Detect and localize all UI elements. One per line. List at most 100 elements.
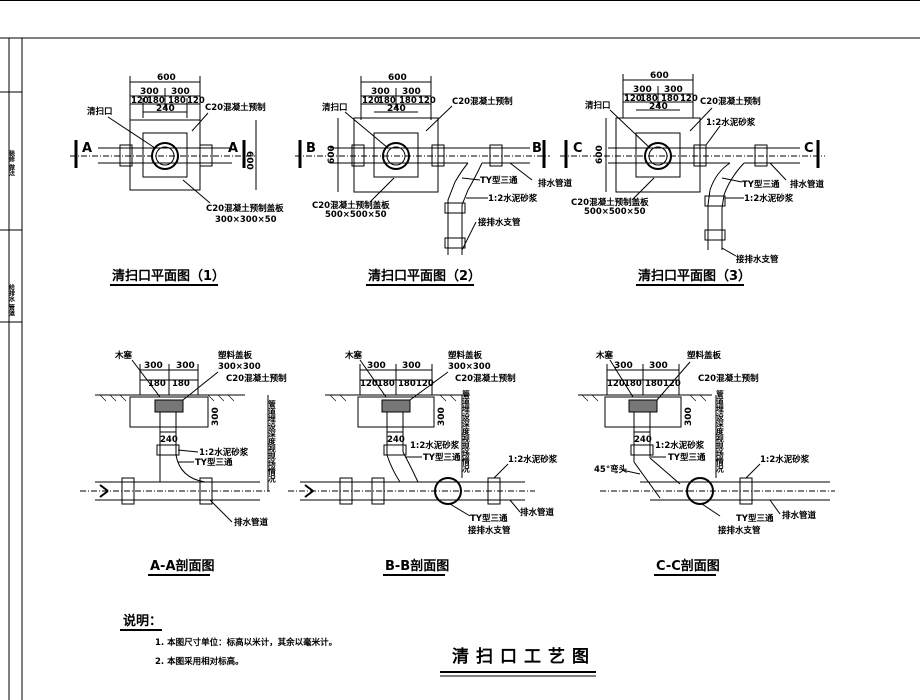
- secB-label-c20: C20混凝土预制: [455, 373, 516, 384]
- secC-dim-sub-2: 180: [624, 379, 642, 389]
- plan-view-2: 600 300 300 120 180 180 120 240 B B 600 …: [295, 73, 573, 286]
- secB-caption: B-B剖面图: [385, 558, 449, 574]
- secB-dim-sub-3: 180: [398, 379, 416, 389]
- secA-dim-w1: 300: [144, 361, 163, 371]
- plan1-caption: 清扫口平面图（1）: [112, 268, 225, 284]
- secC-label-tee-bottom: TY型三通: [736, 513, 774, 524]
- secB-label-plastic: 塑料盖板: [448, 350, 483, 361]
- plan3-dim-center: 240: [649, 102, 668, 112]
- secB-dim-center: 240: [387, 435, 405, 445]
- plan3-label-cover: C20混凝土预制盖板: [571, 197, 649, 208]
- secC-label-elbow: 45°弯头: [594, 464, 628, 475]
- plan1-dim-half-left: 300: [140, 87, 159, 97]
- title-block-strip: 装修 做法 给排水 管道: [0, 38, 23, 700]
- secB-dim-sub-4: 120: [416, 379, 434, 389]
- plan3-section-mark-left: C: [573, 141, 583, 156]
- secB-dim-sub-1: 120: [360, 379, 378, 389]
- plan3-section-mark-right: C: [804, 141, 814, 156]
- plan3-dim-sub-4: 120: [680, 94, 698, 104]
- secB-label-drain: 排水管道: [520, 507, 555, 518]
- plan1-label-cleanout: 清扫口: [87, 106, 113, 117]
- plan3-label-tee: TY型三通: [742, 179, 780, 190]
- plan2-section-mark-right: B: [532, 141, 542, 156]
- secA-dim-depth: 300: [211, 407, 221, 426]
- secC-label-branch: 接排水支管: [718, 525, 761, 536]
- secB-label-plastic-size: 300×300: [448, 362, 491, 372]
- plan1-dim-side: 600: [244, 151, 254, 170]
- plan1-dim-sub-4: 120: [187, 96, 205, 106]
- secA-label-drain: 排水管道: [234, 517, 269, 528]
- section-view-a: 300 300 180 180 240 300 管道埋设深度视现场情况 木塞: [80, 350, 287, 576]
- secC-label-tee: TY型三通: [668, 452, 706, 463]
- secA-label-plastic-size: 300×300: [218, 362, 261, 372]
- secC-label-drain: 排水管道: [782, 510, 817, 521]
- plan3-label-mortar-top: 1:2水泥砂浆: [706, 117, 756, 128]
- secB-label-mortar: 1:2水泥砂浆: [410, 440, 460, 451]
- plan3-dim-total: 600: [650, 71, 669, 81]
- plan1-label-cover: C20混凝土预制盖板: [206, 203, 284, 214]
- secA-caption: A-A剖面图: [150, 558, 215, 574]
- secA-label-c20: C20混凝土预制: [226, 373, 287, 384]
- secB-dim-w2: 300: [402, 361, 421, 371]
- drawing-title: 清扫口工艺图: [452, 646, 596, 667]
- plan2-dim-sub-2: 180: [378, 96, 396, 106]
- secB-label-mortar-right: 1:2水泥砂浆: [508, 454, 558, 465]
- plan2-label-drain: 排水管道: [538, 178, 573, 189]
- plan2-caption: 清扫口平面图（2）: [368, 268, 481, 284]
- plan3-dim-side: 600: [595, 145, 605, 164]
- title-block-label-1: 装修 做法: [8, 149, 16, 177]
- plan3-caption: 清扫口平面图（3）: [638, 268, 751, 284]
- secC-label-mortar-right: 1:2水泥砂浆: [760, 454, 810, 465]
- secC-label-plastic: 塑料盖板: [687, 350, 722, 361]
- plan2-dim-side: 600: [327, 145, 337, 164]
- secC-dim-w2: 300: [649, 361, 668, 371]
- plan1-label-cover-size: 300×300×50: [215, 215, 277, 225]
- note-item-1: 1. 本图尺寸单位：标高以米计，其余以毫米计。: [155, 637, 337, 648]
- secA-dim-center: 240: [160, 435, 178, 445]
- plan1-section-mark-left: A: [82, 141, 92, 156]
- plan-view-1: 600 300 300 120 180 180 120 240 A A 600 …: [70, 73, 284, 286]
- secA-dim-w2: 300: [176, 361, 195, 371]
- secC-label-wood: 木塞: [595, 350, 614, 361]
- plan3-dim-sub-2: 180: [640, 94, 658, 104]
- plan2-label-cover-size: 500×500×50: [325, 210, 387, 220]
- section-view-b: 300 300 120 180 180 120 240 300 管道埋设深度视现…: [288, 350, 558, 576]
- secA-label-tee: TY型三通: [195, 457, 233, 468]
- plan1-dim-center: 240: [156, 104, 175, 114]
- plan2-label-c20: C20混凝土预制: [452, 96, 513, 107]
- plan3-label-cover-size: 500×500×50: [584, 207, 646, 217]
- notes-block: 说明： 1. 本图尺寸单位：标高以米计，其余以毫米计。 2. 本图采用相对标高。: [120, 613, 337, 667]
- secB-label-branch: 接排水支管: [468, 525, 511, 536]
- plan1-dim-half-right: 300: [171, 87, 190, 97]
- secA-dim-sub-2: 180: [172, 379, 190, 389]
- secC-dim-center: 240: [634, 435, 652, 445]
- secC-dim-w1: 300: [614, 361, 633, 371]
- secC-dim-sub-3: 180: [645, 379, 663, 389]
- secA-label-wood: 木塞: [114, 350, 133, 361]
- plan2-label-cover: C20混凝土预制盖板: [312, 200, 390, 211]
- note-item-2: 2. 本图采用相对标高。: [155, 656, 244, 667]
- secC-dim-sub-1: 120: [607, 379, 625, 389]
- secA-label-mortar: 1:2水泥砂浆: [199, 447, 249, 458]
- secB-label-tee: TY型三通: [423, 452, 461, 463]
- secC-dim-sub-4: 120: [663, 379, 681, 389]
- secA-vertical-note: 管道埋设深度视现场情况: [267, 399, 276, 484]
- plan1-section-mark-right: A: [228, 141, 238, 156]
- plan2-label-branch: 接排水支管: [478, 217, 521, 228]
- secC-vertical-note: 管道埋设深度视现场情况: [715, 389, 724, 474]
- plan-view-3: 600 300 300 120 180 180 120 240 C C 600 …: [560, 71, 825, 286]
- section-view-c: 300 300 120 180 180 120 240 300 管道埋设深度视现…: [578, 350, 835, 576]
- secC-caption: C-C剖面图: [656, 558, 720, 574]
- plan2-label-tee: TY型三通: [480, 175, 518, 186]
- secB-vertical-note: 管道埋设深度视现场情况: [461, 389, 470, 474]
- plan3-label-branch: 接排水支管: [736, 254, 779, 265]
- plan1-dim-sub-1: 120: [131, 96, 149, 106]
- plan2-dim-sub-1: 120: [362, 96, 380, 106]
- plan3-label-drain: 排水管道: [790, 179, 825, 190]
- plan2-dim-half-right: 300: [402, 87, 421, 97]
- title-block-label-2: 给排水 管道: [8, 283, 15, 317]
- plan1-dim-total: 600: [157, 73, 176, 83]
- notes-heading: 说明：: [123, 613, 162, 629]
- plan3-dim-half-right: 300: [664, 85, 683, 95]
